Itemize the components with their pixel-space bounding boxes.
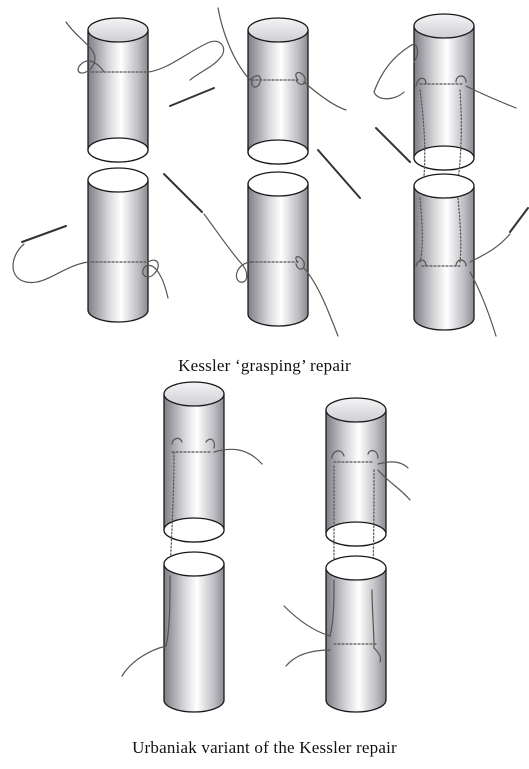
suture-left-lower-urbaniak (122, 576, 170, 676)
tendon-stump-upper-2 (248, 18, 308, 164)
urbaniak-repair-panel (122, 382, 410, 712)
tendon-stump-upper-1 (88, 18, 148, 162)
tendon-stump-lower-3 (414, 174, 474, 330)
caption-urbaniak: Urbaniak variant of the Kessler repair (0, 738, 529, 758)
tendon-stump-upper-3 (414, 14, 474, 170)
caption-kessler: Kessler ‘grasping’ repair (0, 356, 529, 376)
tendon-stump-lower-2 (248, 172, 308, 326)
tendon-stump-lower-1 (88, 168, 148, 322)
tendon-stump-upper-4 (164, 382, 224, 542)
tendon-stump-lower-4 (164, 552, 224, 712)
tendon-stump-lower-5 (326, 556, 386, 712)
kessler-repair-panel (13, 8, 528, 336)
tendon-stump-upper-5 (326, 398, 386, 546)
